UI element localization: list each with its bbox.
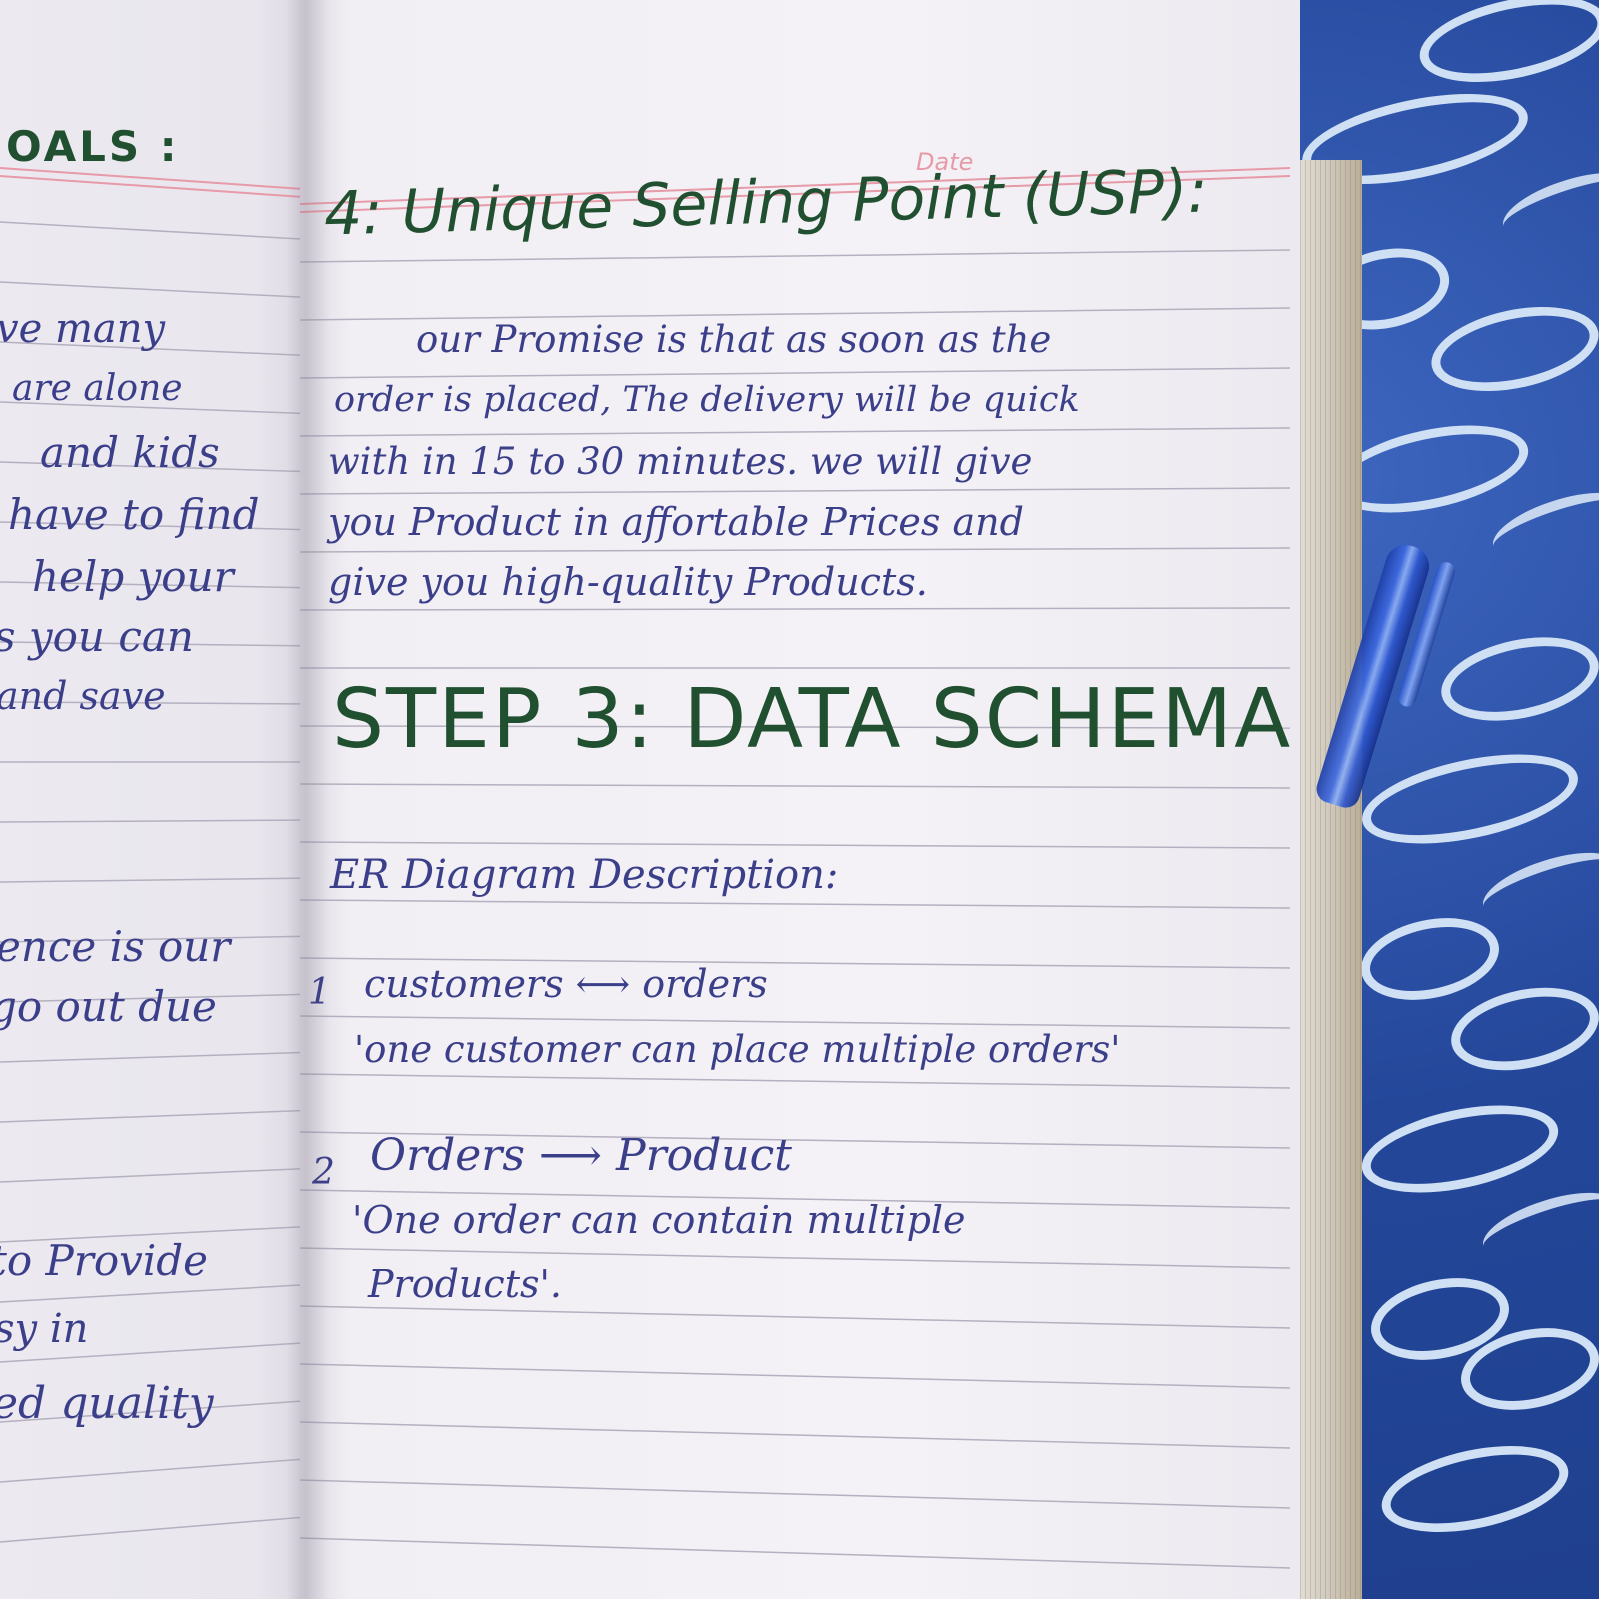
left-page-line: sy in xyxy=(0,1306,89,1352)
left-page-line: go out due xyxy=(0,982,217,1031)
left-page-rules xyxy=(0,167,318,1543)
fabric-logo-pattern xyxy=(1354,1090,1566,1208)
usp-line: order is placed, The delivery will be qu… xyxy=(334,380,1080,420)
fabric-logo-pattern xyxy=(1411,0,1599,97)
left-page-heading: OALS : xyxy=(6,122,180,171)
left-page-line: help your xyxy=(32,552,234,601)
fabric-swoosh xyxy=(1485,479,1599,571)
fabric-logo-pattern xyxy=(1423,293,1599,405)
step-3-title: STEP 3: DATA SCHEMA: xyxy=(332,672,1300,767)
relation-note: 'one customer can place multiple orders' xyxy=(354,1028,1121,1071)
right-page-rules xyxy=(300,167,1291,1569)
left-page-line: ed quality xyxy=(0,1378,214,1429)
fabric-logo-pattern xyxy=(1373,1431,1577,1547)
fabric-logo-pattern xyxy=(1353,906,1507,1012)
left-page-line: have to find xyxy=(8,490,260,539)
date-label: Date xyxy=(916,148,974,176)
fabric-swoosh xyxy=(1475,839,1599,931)
left-page-line: to Provide xyxy=(0,1236,209,1285)
left-page-line: s you can xyxy=(0,612,194,661)
fabric-logo-pattern xyxy=(1354,737,1586,861)
usp-line: our Promise is that as soon as the xyxy=(416,318,1052,361)
fabric-logo-pattern xyxy=(1443,975,1599,1083)
left-page-line: and save xyxy=(0,674,166,718)
left-notebook-page: OALS : ve many are alone and kids have t… xyxy=(0,0,318,1599)
left-page-line: ve many xyxy=(0,306,166,352)
left-page-line: and kids xyxy=(40,428,220,477)
relation-customers-orders: customers ⟷ orders xyxy=(364,962,768,1006)
er-diagram-heading: ER Diagram Description: xyxy=(330,852,839,898)
usp-line: you Product in affortable Prices and xyxy=(328,500,1024,544)
item-number: 2 xyxy=(312,1152,335,1193)
relation-note: 'One order can contain multiple xyxy=(352,1198,966,1242)
relation-orders-product: Orders ⟶ Product xyxy=(370,1130,792,1181)
relation-note: Products'. xyxy=(368,1262,562,1306)
fabric-swoosh xyxy=(1495,159,1599,251)
right-notebook-page: Date 4: Unique Selling Point (USP): our … xyxy=(300,0,1300,1599)
usp-line: with in 15 to 30 minutes. we will give xyxy=(328,440,1033,483)
left-page-line: ence is our xyxy=(0,922,231,971)
fabric-logo-pattern xyxy=(1433,624,1599,734)
item-number: 1 xyxy=(308,972,331,1013)
left-page-line: are alone xyxy=(12,368,183,409)
notebook-page-edges xyxy=(1290,160,1362,1599)
usp-line: give you high-quality Products. xyxy=(328,560,928,604)
fabric-swoosh xyxy=(1475,1179,1599,1271)
